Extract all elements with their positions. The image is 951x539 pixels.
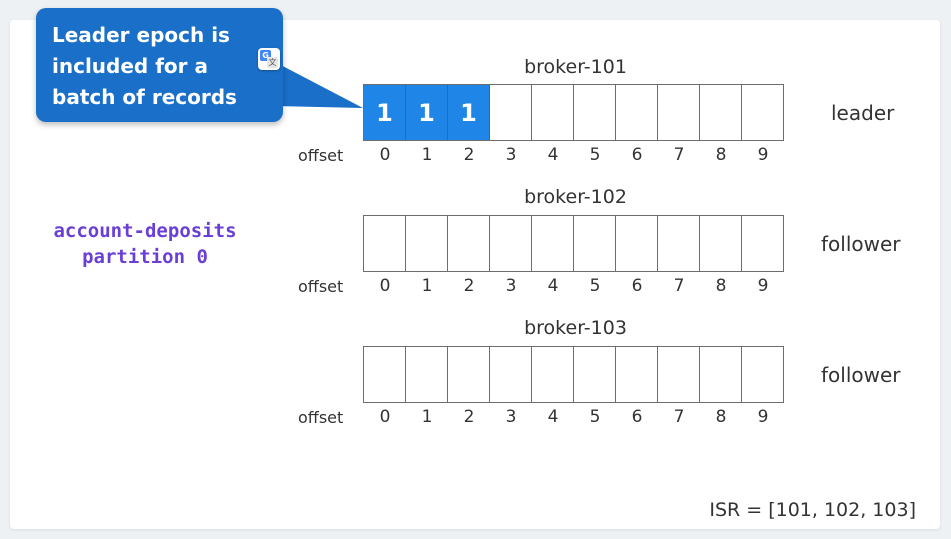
offset-number: 5 — [589, 407, 601, 427]
broker-103-log — [363, 346, 784, 403]
broker-102-role: follower — [821, 232, 901, 256]
log-cell — [658, 347, 700, 402]
offset-number: 3 — [505, 407, 517, 427]
log-cell — [448, 347, 490, 402]
offset-number: 3 — [505, 276, 517, 296]
offset-number: 4 — [547, 276, 559, 296]
callout-text: Leader epoch is included for a batch of … — [52, 20, 277, 113]
topic-partition-label: account-deposits partition 0 — [30, 218, 260, 270]
log-cell — [658, 216, 700, 271]
log-cell — [490, 347, 532, 402]
callout-line: batch of records — [52, 85, 237, 109]
partition-name: partition 0 — [82, 246, 208, 268]
offset-number: 5 — [589, 276, 601, 296]
offset-number: 7 — [673, 407, 685, 427]
log-cell: 1 — [364, 85, 406, 140]
log-cell — [406, 347, 448, 402]
broker-102-title: broker-102 — [524, 186, 627, 208]
offset-number: 6 — [631, 276, 643, 296]
broker-101-title: broker-101 — [524, 56, 627, 78]
offset-number: 5 — [589, 145, 601, 165]
offset-number: 6 — [631, 407, 643, 427]
broker-103-title: broker-103 — [524, 317, 627, 339]
log-cell — [616, 85, 658, 140]
leader-epoch-callout: Leader epoch is included for a batch of … — [36, 8, 283, 122]
log-cell — [742, 347, 783, 402]
translate-icon[interactable]: G 文 — [258, 48, 280, 70]
isr-label: ISR = [101, 102, 103] — [709, 499, 916, 521]
log-cell — [406, 216, 448, 271]
log-cell — [532, 347, 574, 402]
offset-number: 3 — [505, 145, 517, 165]
offset-number: 8 — [715, 145, 727, 165]
translate-g-glyph: G — [260, 50, 271, 61]
log-cell — [532, 216, 574, 271]
log-cell — [574, 216, 616, 271]
log-cell — [574, 347, 616, 402]
log-cell — [448, 216, 490, 271]
translate-char-glyph: 文 — [267, 57, 278, 68]
log-cell — [364, 216, 406, 271]
offset-number: 0 — [379, 145, 391, 165]
offset-label: offset — [298, 277, 344, 296]
offset-number: 1 — [421, 276, 433, 296]
topic-name: account-deposits — [53, 220, 237, 242]
offset-number: 2 — [463, 145, 475, 165]
offset-number: 4 — [547, 145, 559, 165]
broker-102-log — [363, 215, 784, 272]
log-cell — [574, 85, 616, 140]
offset-number: 8 — [715, 276, 727, 296]
log-cell — [700, 216, 742, 271]
offset-number: 6 — [631, 145, 643, 165]
offset-number: 8 — [715, 407, 727, 427]
broker-101-role: leader — [831, 101, 895, 125]
log-cell — [700, 85, 742, 140]
log-cell — [532, 85, 574, 140]
log-cell: 1 — [448, 85, 490, 140]
callout-line: included for a — [52, 54, 208, 78]
offset-number: 7 — [673, 276, 685, 296]
log-cell — [616, 347, 658, 402]
offset-number: 7 — [673, 145, 685, 165]
offset-number: 0 — [379, 276, 391, 296]
offset-number: 4 — [547, 407, 559, 427]
offset-number: 1 — [421, 145, 433, 165]
offset-number: 9 — [757, 407, 769, 427]
log-cell — [742, 85, 783, 140]
offset-number: 1 — [421, 407, 433, 427]
log-cell — [658, 85, 700, 140]
offset-number: 0 — [379, 407, 391, 427]
log-cell: 1 — [406, 85, 448, 140]
log-cell — [700, 347, 742, 402]
offset-number: 2 — [463, 276, 475, 296]
offset-label: offset — [298, 146, 344, 165]
log-cell — [490, 85, 532, 140]
callout-line: Leader epoch is — [52, 23, 230, 47]
log-cell — [490, 216, 532, 271]
log-cell — [742, 216, 783, 271]
log-cell — [616, 216, 658, 271]
offset-number: 2 — [463, 407, 475, 427]
offset-number: 9 — [757, 145, 769, 165]
offset-number: 9 — [757, 276, 769, 296]
broker-103-role: follower — [821, 363, 901, 387]
log-cell — [364, 347, 406, 402]
offset-label: offset — [298, 408, 344, 427]
broker-101-log: 1 1 1 — [363, 84, 784, 141]
